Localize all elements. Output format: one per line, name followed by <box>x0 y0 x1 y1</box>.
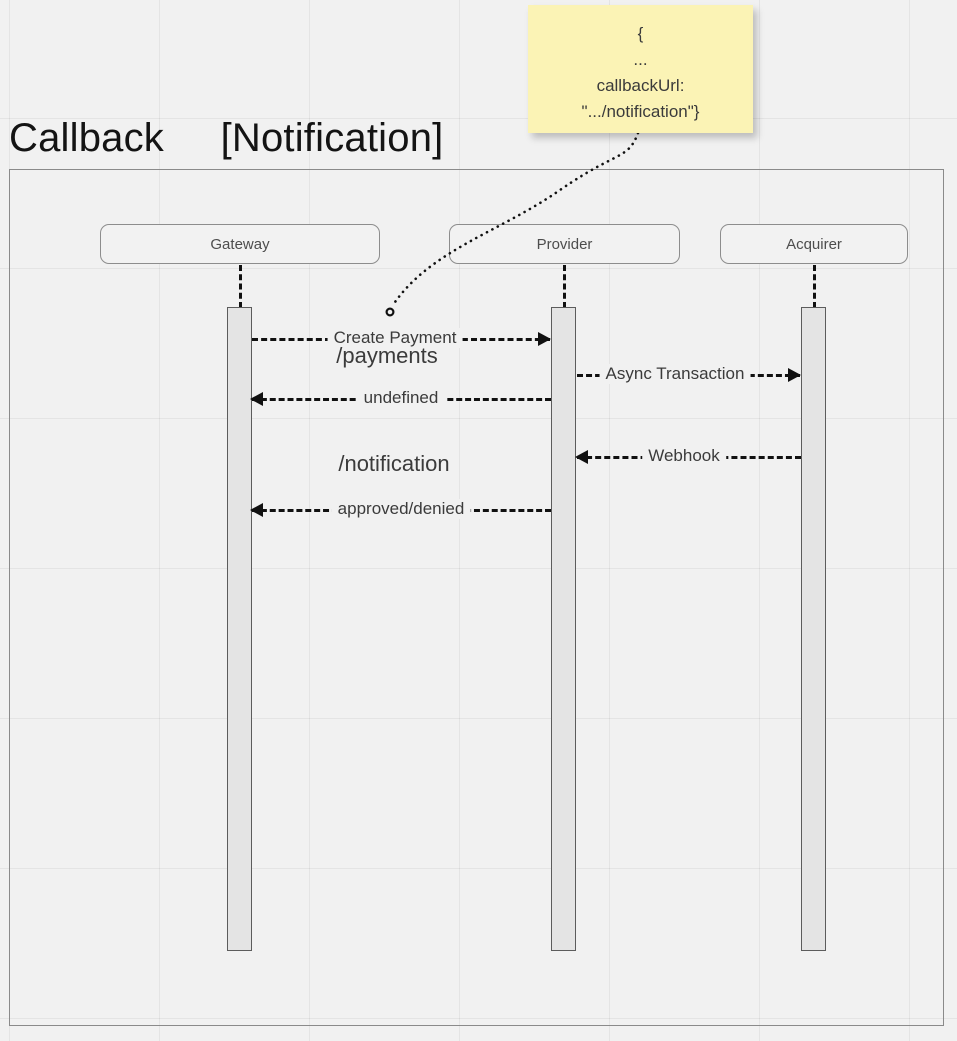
note-line: callbackUrl: <box>596 76 685 95</box>
participant-label: Acquirer <box>786 235 842 253</box>
note-line: ... <box>633 50 648 69</box>
participant-gateway[interactable]: Gateway <box>100 224 380 264</box>
activation-acquirer <box>801 307 826 951</box>
arrowhead-left-icon <box>250 503 263 517</box>
message-label-approved-denied: approved/denied <box>331 499 471 519</box>
activation-gateway <box>227 307 252 951</box>
note-line: { <box>637 24 644 43</box>
message-label-create-payment: Create Payment <box>327 328 463 348</box>
message-sublabel-notification: /notification <box>338 451 450 476</box>
lifeline-provider <box>563 265 566 308</box>
participant-label: Provider <box>536 235 593 253</box>
participant-provider[interactable]: Provider <box>449 224 680 264</box>
participant-label: Gateway <box>210 235 270 253</box>
arrowhead-right-icon <box>538 332 551 346</box>
diagram-title: Callback [Notification] <box>9 116 444 160</box>
message-label-undefined: undefined <box>357 388 445 408</box>
lifeline-acquirer <box>813 265 816 308</box>
participant-acquirer[interactable]: Acquirer <box>720 224 908 264</box>
note-line: ".../notification"} <box>581 102 700 121</box>
message-sublabel-payments: /payments <box>336 343 438 368</box>
activation-provider <box>551 307 576 951</box>
note-callback-url[interactable]: { ... callbackUrl: ".../notification"} <box>528 5 753 133</box>
message-label-async-transaction: Async Transaction <box>599 364 751 384</box>
message-label-webhook: Webhook <box>642 446 726 466</box>
arrowhead-left-icon <box>575 450 588 464</box>
lifeline-gateway <box>239 265 242 308</box>
arrowhead-left-icon <box>250 392 263 406</box>
arrowhead-right-icon <box>788 368 801 382</box>
